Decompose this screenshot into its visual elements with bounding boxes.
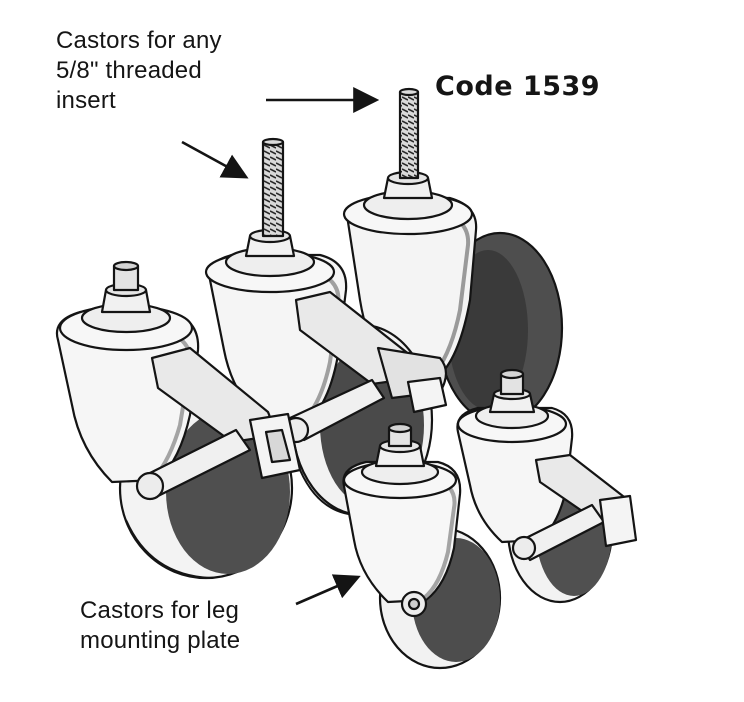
label-threaded-line-2: 5/8" threaded: [56, 57, 202, 84]
label-code: Code 1539: [435, 71, 601, 102]
label-mounting-plate: Castors for leg mounting plate: [80, 596, 240, 656]
castor-front-center: [342, 422, 502, 670]
label-threaded-line-3: insert: [56, 87, 116, 114]
arrow-mounting-plate: [295, 574, 361, 606]
castor-front-left: [55, 260, 302, 580]
label-threaded-line-1: Castors for any: [56, 27, 222, 54]
label-threaded-insert: Castors for any 5/8" threaded insert: [56, 26, 222, 116]
label-plate-line-2: mounting plate: [80, 627, 241, 654]
castor-front-right: [456, 368, 638, 604]
label-plate-line-1: Castors for leg: [80, 597, 240, 624]
arrow-threaded-insert: [181, 140, 249, 179]
